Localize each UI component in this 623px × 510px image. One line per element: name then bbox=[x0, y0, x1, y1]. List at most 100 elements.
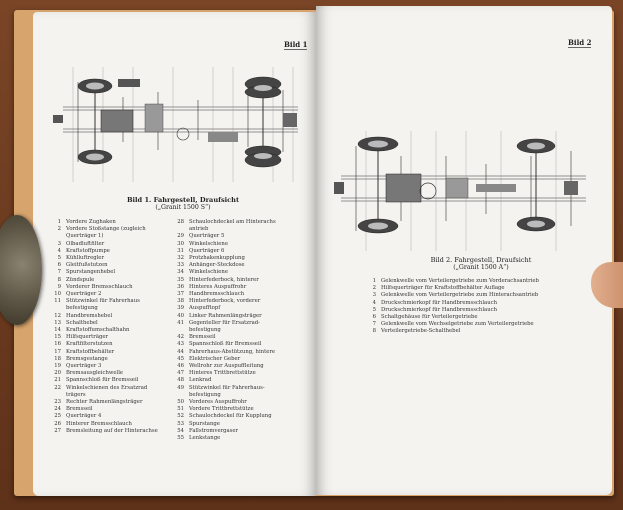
legend-number: 8 bbox=[57, 276, 61, 283]
legend-description: Anhänger-Steckdose bbox=[189, 262, 245, 269]
legend-number: 35 bbox=[177, 276, 184, 283]
left-page: Bild 1 bbox=[33, 12, 316, 496]
legend-number: 20 bbox=[54, 370, 61, 377]
legend-description: Stützwinkel für Fahrerhaus bbox=[66, 298, 140, 305]
legend-description: Protzhakenkupplung bbox=[189, 255, 245, 262]
legend-number: 33 bbox=[177, 262, 184, 269]
legend-description: Gleitfußstutzen bbox=[66, 262, 108, 269]
legend-number: 2 bbox=[372, 285, 376, 292]
legend-item: 39 Auspufftopf bbox=[170, 305, 312, 312]
coin-object bbox=[0, 215, 42, 325]
legend-description: Lenkstange bbox=[189, 435, 221, 442]
legend-number: 10 bbox=[54, 291, 61, 298]
legend-description: Fallstromvergaser bbox=[189, 427, 239, 434]
legend-description: Spannschloß für Bremsseil bbox=[66, 377, 139, 384]
legend-item: 12 Handbremshebel bbox=[47, 313, 179, 320]
legend-description: Vorderes Auspuffrohr bbox=[189, 399, 247, 406]
legend-number: 15 bbox=[54, 334, 61, 341]
legend-number: 14 bbox=[54, 327, 61, 334]
legend-description: Handbremsschlauch bbox=[189, 291, 245, 298]
caption-subtitle: („Granit 1500 A“) bbox=[453, 264, 509, 271]
legend-description: Verteilergetriebe-Schalthebel bbox=[381, 328, 461, 335]
legend-number: 46 bbox=[177, 363, 184, 370]
legend-item: 35 Hinterfederbock, hinterer bbox=[170, 277, 312, 284]
legend-description: Hinterfederbock, hinterer bbox=[189, 276, 259, 283]
legend-item: 2 Hilfsquerträger für Kraftstoffbehälter … bbox=[362, 285, 602, 292]
legend-item: 6 Schaltgehäuse für Verteilergetriebe bbox=[362, 314, 602, 321]
legend-number: 5 bbox=[57, 255, 61, 262]
legend-number: 45 bbox=[177, 355, 184, 362]
legend-item: 49 Stützwinkel für Fahrerhaus- bbox=[170, 385, 312, 392]
legend-number: 5 bbox=[372, 306, 376, 313]
legend-description: Rechter Rahmenlängsträger bbox=[66, 399, 143, 406]
legend-description: Vordere Trittbrettstütze bbox=[189, 406, 254, 413]
legend-description: Schaltgehäuse für Verteilergetriebe bbox=[381, 314, 478, 321]
legend-number: 19 bbox=[54, 363, 61, 370]
legend-description: Gelenkwelle vom Verteilergetriebe zum Vo… bbox=[381, 278, 539, 284]
legend-number: 11 bbox=[54, 298, 61, 305]
figure-caption-bild-2: Bild 2. Fahrgestell, Draufsicht („Granit… bbox=[426, 256, 536, 272]
legend-item: befestigung bbox=[47, 305, 179, 312]
legend-number: 4 bbox=[372, 299, 376, 306]
legend-number: 21 bbox=[54, 377, 61, 384]
figure-caption-bild-1: Bild 1. Fahrgestell, Draufsicht („Granit… bbox=[113, 196, 253, 212]
legend-description: Schaulochdeckel am Hinterachs bbox=[189, 219, 276, 225]
legend-description: Vorderer Bremsschlauch bbox=[66, 283, 133, 290]
legend-description: Handbremshebel bbox=[66, 312, 113, 319]
legend-description: befestigung bbox=[189, 391, 221, 398]
legend-number: 9 bbox=[57, 283, 61, 290]
legend-description: Gegenteller für Ersatzrad- bbox=[189, 319, 260, 326]
legend-item: 33 Anhänger-Steckdose bbox=[170, 262, 312, 269]
legend-number: 4 bbox=[57, 247, 61, 254]
legend-number: 7 bbox=[372, 321, 376, 328]
legend-description: Linker Rahmenlängsträger bbox=[189, 312, 262, 319]
legend-description: Auspufftopf bbox=[189, 305, 221, 312]
legend-number: 30 bbox=[177, 240, 184, 247]
legend-number: 24 bbox=[54, 406, 61, 413]
legend-number: 53 bbox=[177, 420, 184, 427]
legend-description: Bremsleitung auf der Hinterachse bbox=[66, 427, 158, 434]
legend-description: Hilfsquerträger bbox=[66, 334, 109, 341]
legend-description: Schaulochdeckel für Kupplung bbox=[189, 413, 272, 420]
legend-number: 39 bbox=[177, 305, 184, 312]
legend-number: 29 bbox=[177, 233, 184, 240]
legend-number: 31 bbox=[177, 247, 184, 254]
legend-number: 28 bbox=[177, 219, 184, 225]
legend-number: 12 bbox=[54, 312, 61, 319]
legend-number: 6 bbox=[372, 314, 376, 321]
legend-description: Hilfsquerträger für Kraftstoffbehälter A… bbox=[381, 285, 505, 292]
legend-number: 3 bbox=[57, 240, 61, 247]
legend-description: Querträger 3 bbox=[66, 363, 102, 370]
legend-number: 49 bbox=[177, 384, 184, 391]
caption-title: Bild 2. Fahrgestell, Draufsicht bbox=[430, 256, 532, 264]
legend-description: Stützwinkel für Fahrerhaus- bbox=[189, 384, 265, 391]
legend-description: Hinterer Bremsschlauch bbox=[66, 420, 132, 427]
legend-number: 17 bbox=[54, 348, 61, 355]
legend-number: 48 bbox=[177, 377, 184, 384]
